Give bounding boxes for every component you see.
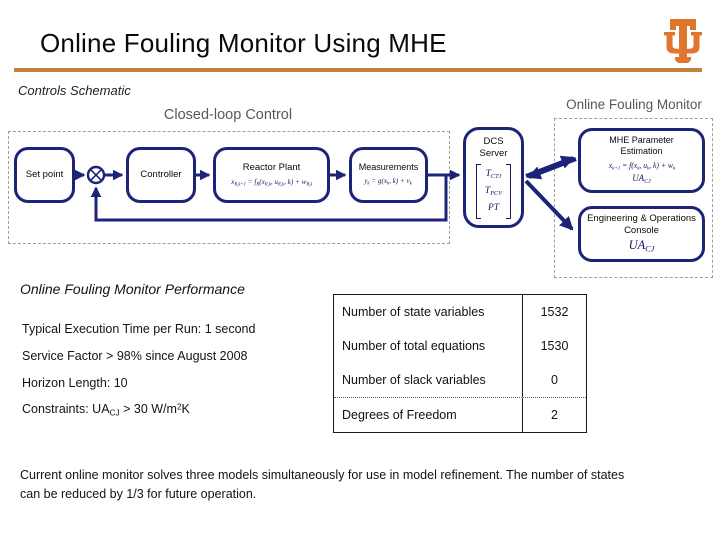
vector-entry: TCTJ	[485, 169, 502, 181]
page-title: Online Fouling Monitor Using MHE	[40, 28, 447, 58]
row-value: 2	[551, 408, 558, 422]
measurements-block: Measurements yk = g(xk, k) + vk	[349, 147, 428, 203]
row-value: 1532	[540, 305, 569, 319]
reactor-plant-equation: xR,k+1 = fR(xR,k, uR,k, k) + wR,k	[230, 176, 313, 188]
table-row: Number of state variables 1532	[334, 295, 586, 329]
measurements-label: Measurements	[358, 162, 419, 173]
dcs-server-block: DCS Server TCTJ TPCV PT	[463, 127, 524, 228]
console-label: Engineering & Operations Console	[587, 213, 696, 237]
performance-heading: Online Fouling Monitor Performance	[20, 281, 245, 297]
engineering-operations-console-block: Engineering & Operations Console UACJ	[578, 206, 705, 262]
footer-note: Current online monitor solves three mode…	[20, 468, 625, 501]
row-label: Degrees of Freedom	[334, 398, 523, 432]
measurements-equation: yk = g(xk, k) + vk	[364, 176, 413, 187]
dcs-server-label: DCS Server	[479, 136, 508, 160]
row-label: Number of slack variables	[334, 363, 523, 397]
vector-entry: TPCV	[484, 186, 503, 197]
controller-block: Controller	[126, 147, 196, 203]
mhe-equation: xk+1 = f(xk, uk, k) + wk	[608, 160, 675, 172]
controls-schematic-heading: Controls Schematic	[18, 83, 131, 98]
closed-loop-label: Closed-loop Control	[163, 107, 293, 123]
accent-divider	[14, 68, 702, 72]
table-row: Number of slack variables 0	[334, 363, 586, 397]
stats-table: Number of state variables 1532 Number of…	[333, 294, 587, 433]
performance-item-execution-time: Typical Execution Time per Run: 1 second	[22, 322, 256, 336]
row-label: Number of state variables	[334, 295, 523, 329]
performance-item-service-factor: Service Factor > 98% since August 2008	[22, 349, 248, 363]
mhe-parameter-estimation-block: MHE Parameter Estimation xk+1 = f(xk, uk…	[578, 128, 705, 193]
set-point-label: Set point	[25, 169, 64, 181]
ut-trident-logo-icon	[664, 19, 702, 63]
vector-entry: PT	[487, 202, 500, 213]
table-row: Degrees of Freedom 2	[334, 397, 586, 432]
performance-item-horizon-length: Horizon Length: 10	[22, 376, 128, 390]
vector-left-bracket	[475, 164, 481, 219]
table-row: Number of total equations 1530	[334, 329, 586, 363]
row-label: Number of total equations	[334, 329, 523, 363]
controller-label: Controller	[140, 169, 182, 181]
performance-item-constraints: Constraints: UACJ > 30 W/m2K	[22, 402, 190, 418]
mhe-label: MHE Parameter Estimation	[609, 135, 674, 157]
reactor-plant-block: Reactor Plant xR,k+1 = fR(xR,k, uR,k, k)…	[213, 147, 330, 203]
mhe-ua-label: UACJ	[632, 172, 651, 185]
dcs-measurement-vector: TCTJ TPCV PT	[475, 164, 512, 219]
set-point-block: Set point	[14, 147, 75, 203]
closed-loop-dashed-region	[8, 131, 450, 244]
row-value: 0	[551, 373, 558, 387]
online-fouling-monitor-label: Online Fouling Monitor	[566, 97, 702, 112]
console-ua-label: UACJ	[628, 237, 655, 254]
reactor-plant-label: Reactor Plant	[242, 161, 301, 173]
row-value: 1530	[540, 339, 569, 353]
vector-right-bracket	[506, 164, 512, 219]
